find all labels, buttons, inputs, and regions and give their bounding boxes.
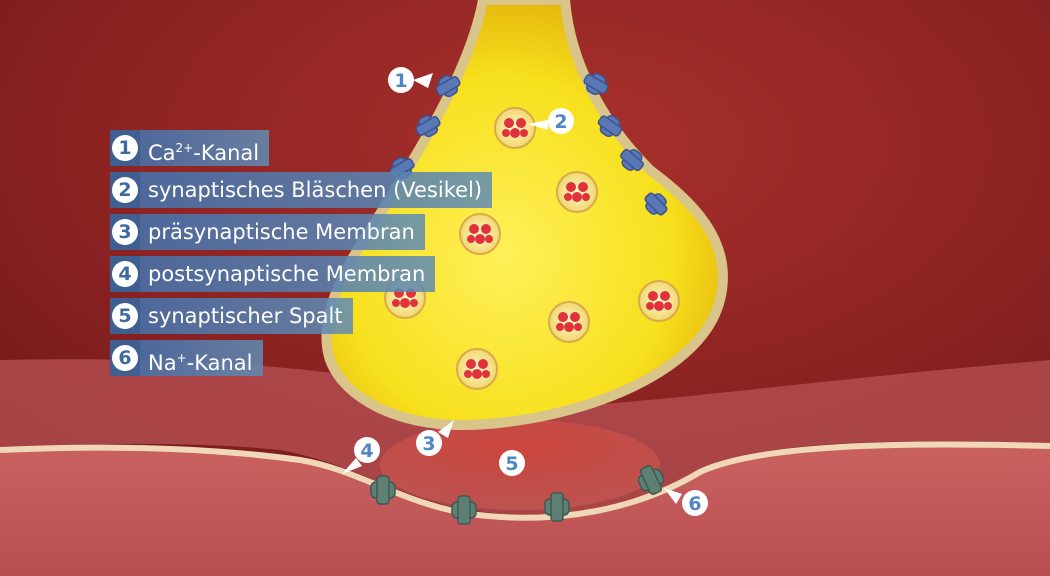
ca-channel <box>435 74 461 98</box>
marker-6-label: 6 <box>688 493 701 515</box>
vesicle <box>456 348 498 390</box>
vesicle <box>459 213 501 255</box>
na-channel <box>637 465 665 495</box>
legend: 1 Ca2+-Kanal 2 synaptisches Bläschen (Ve… <box>110 130 493 382</box>
legend-item-presynaptic-membrane: 3 präsynaptische Membran <box>110 214 492 250</box>
legend-label: Na+-Kanal <box>140 340 263 376</box>
marker-2-label: 2 <box>554 111 567 133</box>
marker-6: 6 <box>664 488 708 516</box>
na-channel <box>370 475 396 505</box>
ca-channel <box>644 192 668 216</box>
legend-number: 2 <box>112 177 138 203</box>
marker-3-label: 3 <box>422 433 435 455</box>
ca-channel <box>583 72 609 96</box>
vesicle <box>638 280 680 322</box>
legend-item-postsynaptic-membrane: 4 postsynaptische Membran <box>110 256 492 292</box>
na-channel <box>544 492 570 522</box>
legend-label: Ca2+-Kanal <box>140 130 270 166</box>
vesicle <box>556 171 598 213</box>
marker-4: 4 <box>342 437 380 474</box>
legend-label: synaptisches Bläschen (Vesikel) <box>140 172 493 208</box>
marker-5: 5 <box>499 450 525 476</box>
legend-item-ca-channel: 1 Ca2+-Kanal <box>110 130 492 166</box>
legend-number: 3 <box>112 219 138 245</box>
marker-5-label: 5 <box>505 453 518 475</box>
legend-item-vesicle: 2 synaptisches Bläschen (Vesikel) <box>110 172 493 208</box>
marker-2: 2 <box>528 108 574 134</box>
legend-number: 4 <box>112 261 138 287</box>
marker-4-label: 4 <box>360 440 373 462</box>
ca-channel <box>415 114 441 138</box>
legend-number: 6 <box>112 345 138 371</box>
marker-3: 3 <box>416 420 454 456</box>
postsynaptic-membrane <box>0 441 1050 521</box>
legend-number: 5 <box>112 303 138 329</box>
vesicle <box>494 107 536 149</box>
legend-item-synaptic-cleft: 5 synaptischer Spalt <box>110 298 492 334</box>
marker-1: 1 <box>388 67 433 93</box>
legend-label: postsynaptische Membran <box>140 256 436 292</box>
ca-channel <box>597 115 623 137</box>
legend-label: synaptischer Spalt <box>140 298 353 334</box>
postsynaptic-tissue <box>0 446 1050 576</box>
na-channel <box>451 495 477 525</box>
legend-number: 1 <box>112 135 138 161</box>
marker-1-label: 1 <box>394 70 407 92</box>
legend-label: präsynaptische Membran <box>140 214 425 250</box>
vesicle <box>548 301 590 343</box>
ca-channel <box>620 148 644 172</box>
na-channel-group <box>370 465 665 525</box>
legend-item-na-channel: 6 Na+-Kanal <box>110 340 492 376</box>
ca-channel-group <box>389 72 668 216</box>
